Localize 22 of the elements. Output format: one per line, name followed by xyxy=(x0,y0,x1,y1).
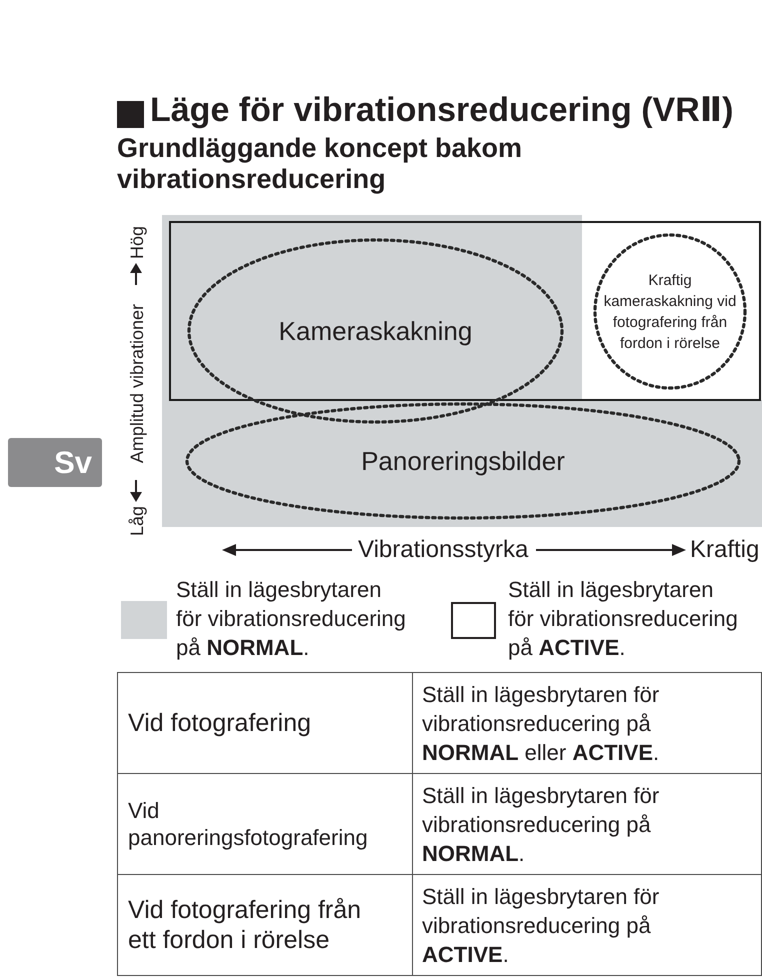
dashed-circle xyxy=(593,233,747,390)
dashed-ellipse xyxy=(185,402,741,520)
ellipse-label: Kameraskakning xyxy=(278,316,472,346)
subtitle: Grundläggande koncept bakom vibrationsreducering xyxy=(117,133,524,195)
axis-label: Kraftig xyxy=(690,536,760,564)
table-cell: Ställ in lägesbrytaren för vibrationsreducering på ACTIVE. xyxy=(412,874,762,976)
axis-title: Amplitud vibrationer xyxy=(127,304,147,464)
dashed-ellipse xyxy=(187,238,564,424)
ellipse-label: Panoreringsbilder xyxy=(361,446,565,476)
legend-text: Ställ in lägesbrytaren för vibrationsreducering på NORMAL. xyxy=(176,576,407,662)
axis-label: Hög xyxy=(127,226,147,260)
title: Läge för vibrationsreducering (VRⅡ) xyxy=(150,90,734,130)
axis-label: Låg xyxy=(127,506,147,536)
section-tab: Sv xyxy=(8,438,102,487)
table-cell: Vid fotografering från ett fordon i rörelse xyxy=(118,874,412,976)
table-cell: Vid panoreringsfotografering xyxy=(118,774,412,874)
ellipse-label: Kraftig kameraskakning vid fotografering från fordon i rörelse xyxy=(602,270,738,354)
legend-text: Ställ in lägesbrytaren för vibrationsreducering på ACTIVE. xyxy=(508,576,739,662)
table-cell: Ställ in lägesbrytaren för vibrationsreducering på NORMAL eller ACTIVE. xyxy=(412,672,762,774)
axis-title: Vibrationsstyrka xyxy=(358,536,528,564)
table-cell: Ställ in lägesbrytaren för vibrationsreducering på NORMAL. xyxy=(412,774,762,874)
table-cell: Vid fotografering xyxy=(118,672,412,774)
